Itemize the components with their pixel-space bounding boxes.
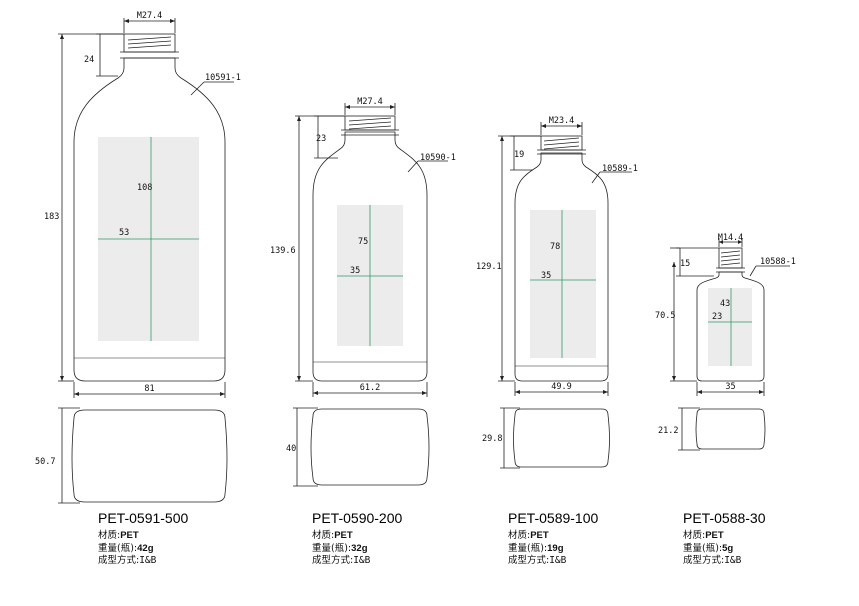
- process-label: 成型方式:: [683, 555, 725, 566]
- bottle-2-specs: 材质:PET 重量(瓶):32g 成型方式:I&B: [312, 530, 370, 568]
- bottle-2-process: I&B: [353, 555, 371, 566]
- bottle-1-section-view: [71, 409, 228, 503]
- bottle-1-front-view: [73, 33, 226, 382]
- bottle-2-weight: 32g: [351, 542, 368, 554]
- bottle-2-height: 139.6: [270, 246, 296, 256]
- bottle-4-material: PET: [705, 530, 724, 541]
- bottle-4-section-view: [695, 408, 766, 450]
- bottle-3-material: PET: [530, 530, 549, 541]
- bottle-3-section-view: [513, 408, 610, 468]
- bottle-4-part-no: 10588-1: [760, 257, 796, 267]
- bottle-2-model: PET-0590-200: [312, 510, 403, 526]
- bottle-4-neck-height: 15: [680, 259, 690, 269]
- bottle-4-depth-dimension: [678, 407, 700, 451]
- bottle-1-neck-size: M27.4: [137, 11, 163, 21]
- bottle-2-depth: 40: [286, 444, 296, 454]
- bottle-2-neck-height: 23: [316, 134, 326, 144]
- bottle-1-model: PET-0591-500: [98, 510, 189, 526]
- bottle-3-label-height: 78: [550, 242, 560, 252]
- process-label: 成型方式:: [312, 555, 354, 566]
- bottle-2-neck-size: M27.4: [357, 97, 383, 107]
- bottle-1-depth-dimension: [58, 407, 80, 504]
- bottle-4-height: 70.5: [655, 311, 675, 321]
- bottle-1-part-no: 10591-1: [205, 73, 241, 83]
- bottle-4-label-area: [708, 288, 752, 366]
- bottle-2-depth-dimension: [293, 407, 318, 487]
- bottle-1-process: I&B: [139, 555, 157, 566]
- bottle-2-label-height: 75: [358, 237, 368, 247]
- bottle-1-width: 81: [144, 384, 154, 394]
- bottle-3-label-width: 35: [541, 271, 551, 281]
- bottle-4-label-height: 43: [720, 299, 730, 309]
- bottle-3-height: 129.1: [476, 262, 502, 272]
- bottle-4-dimension-lines: [670, 238, 790, 396]
- bottle-2-section-view: [310, 408, 430, 486]
- bottle-4-width: 35: [725, 382, 735, 392]
- process-label: 成型方式:: [508, 555, 550, 566]
- bottle-4-front-view: [696, 247, 765, 382]
- bottle-3-dimension-lines: [498, 122, 632, 396]
- bottle-4-depth: 21.2: [658, 426, 678, 436]
- bottle-1-height: 183: [44, 212, 59, 222]
- bottle-3-process: I&B: [549, 555, 567, 566]
- bottle-3-width: 49.9: [551, 382, 571, 392]
- bottle-1-material: PET: [120, 530, 139, 541]
- weight-label: 重量(瓶):: [312, 542, 352, 554]
- weight-label: 重量(瓶):: [508, 542, 548, 554]
- material-label: 材质:: [312, 530, 335, 541]
- bottle-1-neck-height: 24: [84, 55, 94, 65]
- bottle-3-neck-height: 19: [514, 150, 524, 160]
- bottle-3-label-area: [530, 210, 596, 358]
- bottle-3-neck-size: M23.4: [549, 116, 575, 126]
- weight-label: 重量(瓶):: [98, 542, 138, 554]
- bottle-3-front-view: [514, 135, 609, 382]
- material-label: 材质:: [683, 530, 706, 541]
- bottle-2-front-view: [312, 115, 428, 382]
- weight-label: 重量(瓶):: [683, 542, 723, 554]
- bottle-3-depth-dimension: [500, 407, 520, 469]
- bottle-3-weight: 19g: [547, 542, 564, 554]
- material-label: 材质:: [508, 530, 531, 541]
- bottle-2-dimension-lines: [295, 103, 448, 397]
- bottle-1-specs: 材质:PET 重量(瓶):42g 成型方式:I&B: [98, 530, 156, 568]
- bottle-1-weight: 42g: [137, 542, 154, 554]
- bottle-4-specs: 材质:PET 重量(瓶):5g 成型方式:I&B: [683, 530, 741, 568]
- bottle-3-model: PET-0589-100: [508, 510, 599, 526]
- bottle-2-part-no: 10590-1: [420, 153, 456, 163]
- process-label: 成型方式:: [98, 555, 140, 566]
- bottle-4-model: PET-0588-30: [683, 510, 766, 526]
- bottle-2-width: 61.2: [360, 383, 380, 393]
- bottle-4-process: I&B: [724, 555, 742, 566]
- bottle-4-weight: 5g: [722, 542, 734, 554]
- bottle-4-neck-size: M14.4: [718, 233, 744, 243]
- bottle-1-dimension-lines: [58, 18, 234, 398]
- bottle-2-label-width: 35: [350, 266, 360, 276]
- bottle-3-specs: 材质:PET 重量(瓶):19g 成型方式:I&B: [508, 530, 566, 568]
- bottle-4-label-width: 23: [712, 312, 722, 322]
- bottle-1-label-width: 53: [119, 228, 129, 238]
- bottle-1-label-height: 108: [137, 183, 152, 193]
- bottle-3-part-no: 10589-1: [602, 164, 638, 174]
- bottle-3-depth: 29.8: [482, 434, 502, 444]
- material-label: 材质:: [98, 530, 121, 541]
- bottle-1-depth: 50.7: [35, 457, 55, 467]
- bottle-2-material: PET: [334, 530, 353, 541]
